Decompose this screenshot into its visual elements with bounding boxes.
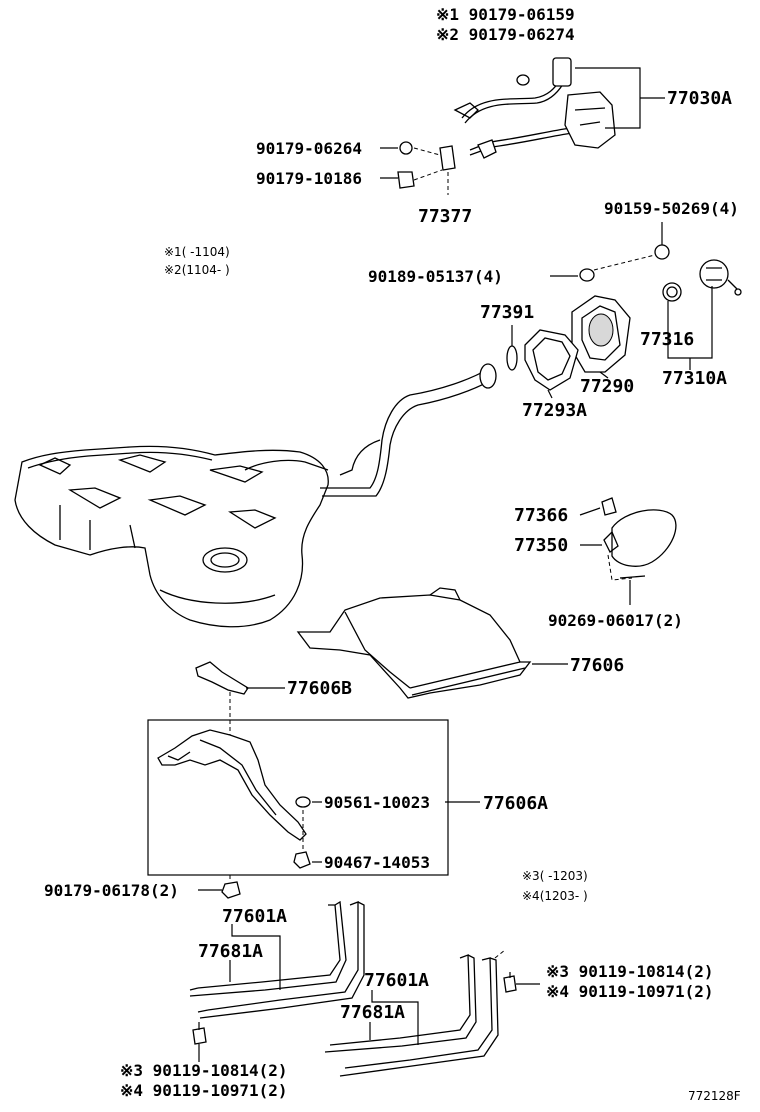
fuel-tank [14, 363, 497, 628]
screw-icon [619, 575, 646, 579]
label-77350: 77350 [514, 535, 568, 556]
protector-77606A [157, 729, 307, 841]
label-90119-10971-left: ※4 90119-10971(2) [120, 1081, 288, 1100]
clip-nut-icon [397, 171, 415, 189]
label-90119-10814-left: ※3 90119-10814(2) [120, 1061, 288, 1080]
fuel-tank-band-right [324, 949, 506, 1077]
note-2: ※2(1104- ) [164, 263, 230, 277]
label-90119-10971-right: ※4 90119-10971(2) [546, 982, 714, 1001]
note-1: ※1( -1104) [164, 245, 230, 259]
label-90189-05137: 90189-05137(4) [368, 267, 503, 286]
label-77606A: 77606A [483, 793, 548, 814]
label-77030A: 77030A [667, 88, 732, 109]
label-90269-06017: 90269-06017(2) [548, 611, 683, 630]
nut-icon [399, 141, 413, 155]
label-77310A: 77310A [662, 368, 727, 389]
label-77290: 77290 [580, 376, 634, 397]
fuel-filler-cap [699, 259, 742, 296]
label-90179-06264: 90179-06264 [256, 139, 362, 158]
bolt-icon [503, 975, 517, 993]
bracket-77606B [195, 661, 249, 695]
o-ring-77391 [506, 345, 518, 371]
label-77366: 77366 [514, 505, 568, 526]
label-90179-06274: ※2 90179-06274 [436, 25, 575, 44]
lid-spring-77366 [601, 497, 617, 516]
note-3: ※3( -1203) [522, 869, 588, 883]
label-77601A-right: 77601A [364, 970, 429, 991]
bolt-icon [654, 244, 670, 260]
label-90119-10814-right: ※3 90119-10814(2) [546, 962, 714, 981]
label-77293A: 77293A [522, 400, 587, 421]
grommet-icon [295, 796, 311, 808]
label-77606: 77606 [570, 655, 624, 676]
label-77681A-right: 77681A [340, 1002, 405, 1023]
nut-icon [221, 881, 241, 899]
label-77391: 77391 [480, 302, 534, 323]
note-4: ※4(1203- ) [522, 889, 588, 903]
label-90179-06159: ※1 90179-06159 [436, 5, 575, 24]
nut-icon [293, 851, 311, 869]
label-77377: 77377 [418, 206, 472, 227]
label-90179-06178: 90179-06178(2) [44, 881, 179, 900]
label-90179-10186: 90179-10186 [256, 169, 362, 188]
label-77606B: 77606B [287, 678, 352, 699]
label-90467-14053: 90467-14053 [324, 853, 430, 872]
fuel-tank-band-left [189, 900, 365, 1019]
label-90159-50269: 90159-50269(4) [604, 199, 739, 218]
fuel-lid-77350 [603, 509, 677, 567]
clip-77377 [439, 145, 456, 171]
bolt-icon [579, 268, 595, 282]
label-90561-10023: 90561-10023 [324, 793, 430, 812]
fuel-lid-opener-cable-assembly [453, 57, 616, 159]
sub-assembly-box [147, 719, 449, 876]
label-77681A-left: 77681A [198, 941, 263, 962]
bolt-icon [192, 1027, 207, 1045]
fuel-filler-housing-77290 [571, 295, 631, 373]
filler-pipe-protector-77293A [524, 329, 579, 391]
figure-id: 772128F [688, 1089, 741, 1103]
label-77601A-left: 77601A [222, 906, 287, 927]
label-77316: 77316 [640, 329, 694, 350]
nut-icon [516, 74, 530, 86]
fuel-tank-protector-77606 [296, 587, 532, 699]
